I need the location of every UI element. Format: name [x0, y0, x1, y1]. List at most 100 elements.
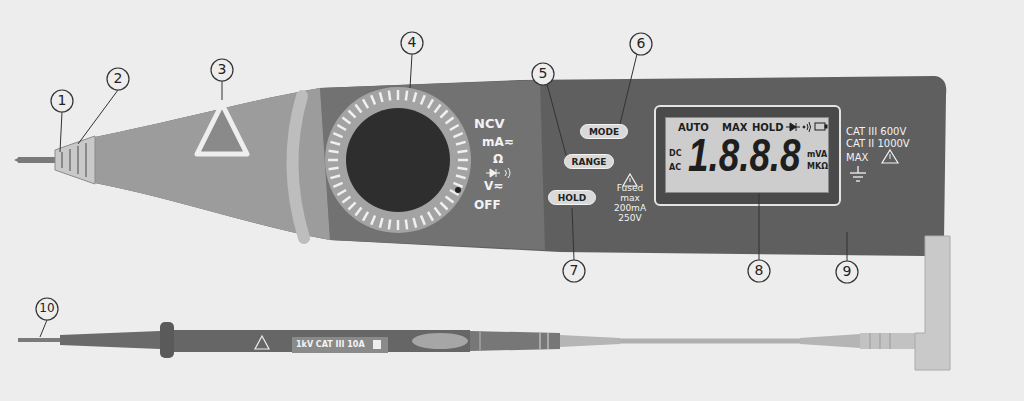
rotary-dial: [440, 202, 447, 209]
rotary-dial: [421, 95, 425, 104]
lcd-icons: [815, 123, 825, 130]
rotary-dial: [380, 218, 383, 228]
callout-leaders: [40, 320, 47, 337]
rotary-dial: [325, 87, 471, 233]
diode-buzzer-symbol: [508, 168, 510, 178]
rotary-dial: [446, 197, 454, 203]
tip-collar: [55, 136, 95, 184]
callout-circle: [36, 298, 58, 320]
callout-circle: [36, 32, 858, 320]
meter-body: [95, 76, 946, 256]
tip-collar: [77, 146, 79, 174]
test-lead: [373, 340, 381, 349]
rotary-dial: [456, 142, 466, 145]
rotary-dial: [406, 91, 407, 101]
test-lead: [880, 333, 881, 349]
rotary-dial: [414, 92, 417, 102]
tip-collar: [55, 136, 95, 184]
rotary-dial: [458, 159, 468, 162]
button-text: MODE: [589, 127, 619, 137]
meter-body: [320, 80, 545, 250]
ground-symbol: [850, 166, 866, 181]
tip-collar: [85, 143, 87, 177]
rotary-dial: [435, 104, 441, 112]
lcd-text: DC: [669, 150, 682, 158]
rotary-dial: [453, 183, 462, 187]
lcd-icons: [803, 126, 805, 128]
callout-leaders: [620, 54, 637, 124]
callout-number: 7: [570, 263, 579, 278]
callout-number: 2: [114, 71, 123, 86]
callout-number: 10: [39, 302, 54, 315]
rotary-dial: [333, 133, 342, 137]
meter-body: [95, 88, 330, 240]
test-lead: [800, 334, 860, 348]
part-label: MAX: [846, 152, 868, 163]
rotary-dial: [349, 202, 356, 209]
test-lead: [18, 338, 62, 342]
callout-leaders: [60, 112, 62, 152]
callout-circle: [107, 68, 129, 90]
rotary-dial: [440, 111, 447, 118]
meter-body: [292, 96, 304, 238]
rotary-dial: [333, 183, 342, 187]
rotary-dial: [342, 197, 350, 203]
mode-button: MODE: [580, 124, 628, 139]
lcd-frame: [655, 106, 840, 205]
callout-circle: [836, 261, 858, 283]
lcd-icons: [825, 125, 827, 128]
hold-button: HOLD: [548, 190, 596, 205]
lcd-icons: [786, 122, 827, 132]
button-text: RANGE: [572, 157, 607, 167]
callout-leaders: [572, 208, 574, 260]
test-lead: [620, 339, 800, 344]
rotary-dial: [446, 117, 454, 123]
rotary-dial: [455, 187, 461, 193]
callout-number: 1: [58, 93, 67, 108]
lcd-text: 1.8.8.8: [688, 132, 801, 178]
part-label: V≂: [484, 180, 503, 193]
part-label: Ω: [493, 153, 503, 166]
warning-symbol: [890, 154, 891, 159]
rotary-dial: [363, 212, 368, 221]
ground-symbol: [853, 176, 863, 177]
callout-leaders: [222, 81, 223, 100]
callout-number: 8: [755, 263, 764, 278]
rotary-dial: [397, 220, 400, 230]
rotary-dial: [397, 90, 400, 100]
callout-circle: [630, 33, 652, 55]
callout-circle: [532, 63, 554, 85]
lcd-frame: [655, 106, 840, 205]
diode-buzzer-symbol: [486, 168, 510, 178]
test-lead: [860, 333, 915, 349]
ground-symbol: [856, 180, 860, 181]
part-label: 1kV CAT III 10A: [296, 341, 365, 350]
part-label: CAT II 1000V: [846, 138, 910, 149]
part-label: CAT III 600V: [846, 126, 906, 137]
meter-body: [95, 76, 946, 256]
rotary-dial: [346, 108, 450, 212]
test-lead: [60, 331, 160, 349]
callout-number: 3: [218, 62, 227, 77]
diode-buzzer-symbol: [496, 169, 497, 177]
ncv-indicator: [197, 104, 247, 154]
rotary-dial: [428, 212, 433, 221]
part-label: mA≂: [482, 136, 514, 149]
callout-leaders: [847, 232, 848, 261]
rotary-dial: [421, 215, 425, 224]
callout-leaders: [40, 54, 847, 337]
rotary-dial: [457, 151, 467, 152]
callout-circle: [401, 32, 423, 54]
test-lead: [915, 236, 950, 370]
test-lead: [255, 336, 269, 349]
lcd-icons: [807, 124, 808, 130]
test-lead: [539, 333, 541, 349]
rotary-dial: [380, 92, 383, 102]
callout-leaders: [410, 54, 412, 88]
rotary-dial: [389, 91, 390, 101]
test-lead: [479, 332, 481, 350]
callout-number: 4: [408, 35, 417, 50]
callout-circle: [748, 260, 770, 282]
rotary-dial: [450, 125, 459, 130]
